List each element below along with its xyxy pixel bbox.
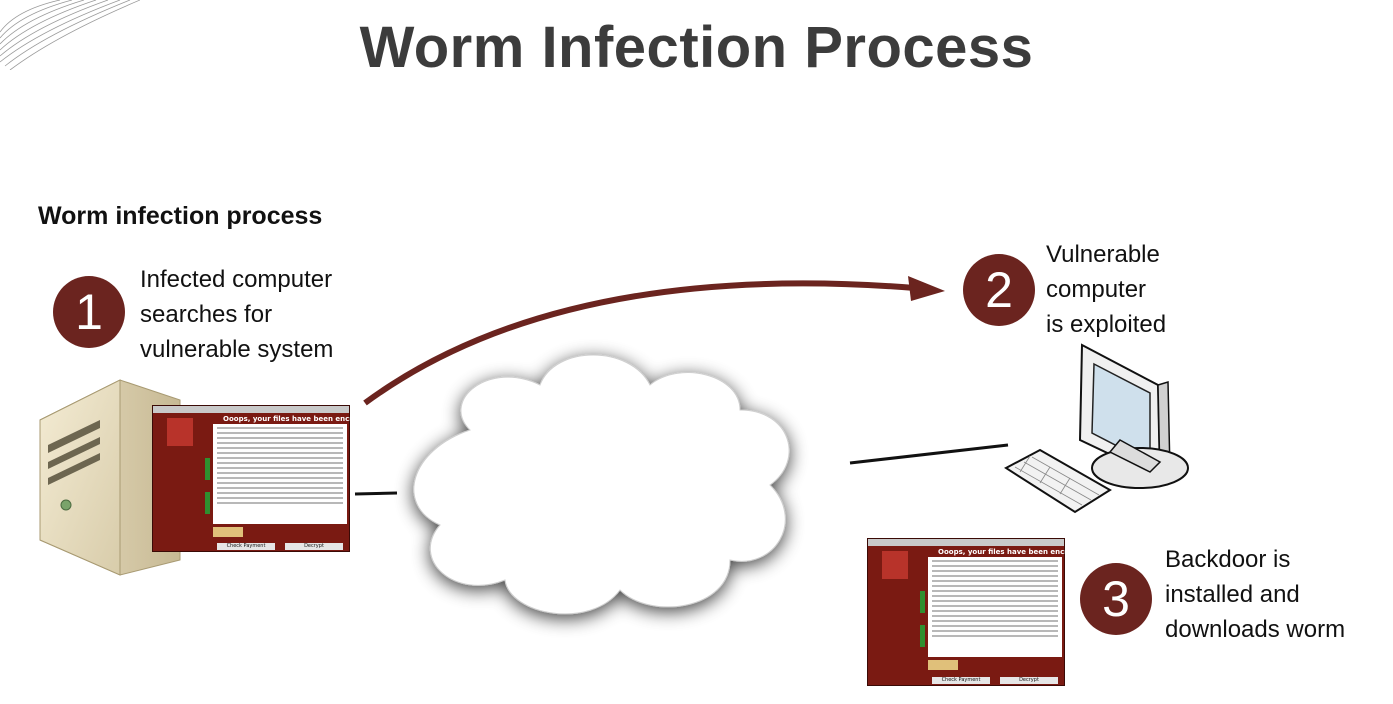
step-3-badge: 3 — [1080, 563, 1152, 635]
lock-icon — [882, 551, 908, 579]
cloud-desktop-link — [849, 443, 1009, 465]
server-icon — [39, 379, 181, 576]
window-titlebar — [153, 406, 349, 413]
timer-bar — [205, 492, 210, 514]
ransomware-window-icon: Ooops, your files have been encrypted! C… — [152, 405, 379, 552]
ransomware-window-icon: Ooops, your files have been encrypted! C… — [867, 538, 1094, 686]
timer-bar — [920, 591, 925, 613]
ransom-text-panel — [213, 424, 347, 524]
corner-decoration — [0, 0, 140, 70]
ransom-text-panel — [928, 557, 1062, 657]
window-titlebar — [868, 539, 1064, 546]
cloud-icon — [413, 354, 790, 615]
step-1-text: Infected computer searches for vulnerabl… — [140, 266, 334, 363]
check-payment-button[interactable]: Check Payment — [932, 677, 990, 684]
step-1-badge: 1 — [53, 276, 125, 348]
infection-arrow-head — [908, 276, 945, 301]
server-cloud-link — [354, 491, 398, 496]
decrypt-button[interactable]: Decrypt — [285, 543, 343, 550]
ransom-header: Ooops, your files have been encrypted! — [223, 415, 379, 423]
step-3-text: Backdoor is installed and downloads worm — [1165, 546, 1346, 643]
step-2-badge: 2 — [963, 254, 1035, 326]
ransom-header: Ooops, your files have been encrypted! — [938, 548, 1094, 556]
decrypt-button[interactable]: Decrypt — [1000, 677, 1058, 684]
timer-bar — [205, 458, 210, 480]
timer-bar — [920, 625, 925, 647]
bitcoin-badge — [928, 660, 958, 670]
check-payment-button[interactable]: Check Payment — [217, 543, 275, 550]
diagram-subtitle: Worm infection process — [38, 202, 323, 230]
page-title: Worm Infection Process — [359, 15, 1034, 80]
step-2-text: Vulnerable computer is exploited — [1046, 241, 1167, 338]
desktop-computer-icon — [1004, 343, 1189, 514]
lock-icon — [167, 418, 193, 446]
infection-arrow — [363, 280, 916, 406]
bitcoin-badge — [213, 527, 243, 537]
